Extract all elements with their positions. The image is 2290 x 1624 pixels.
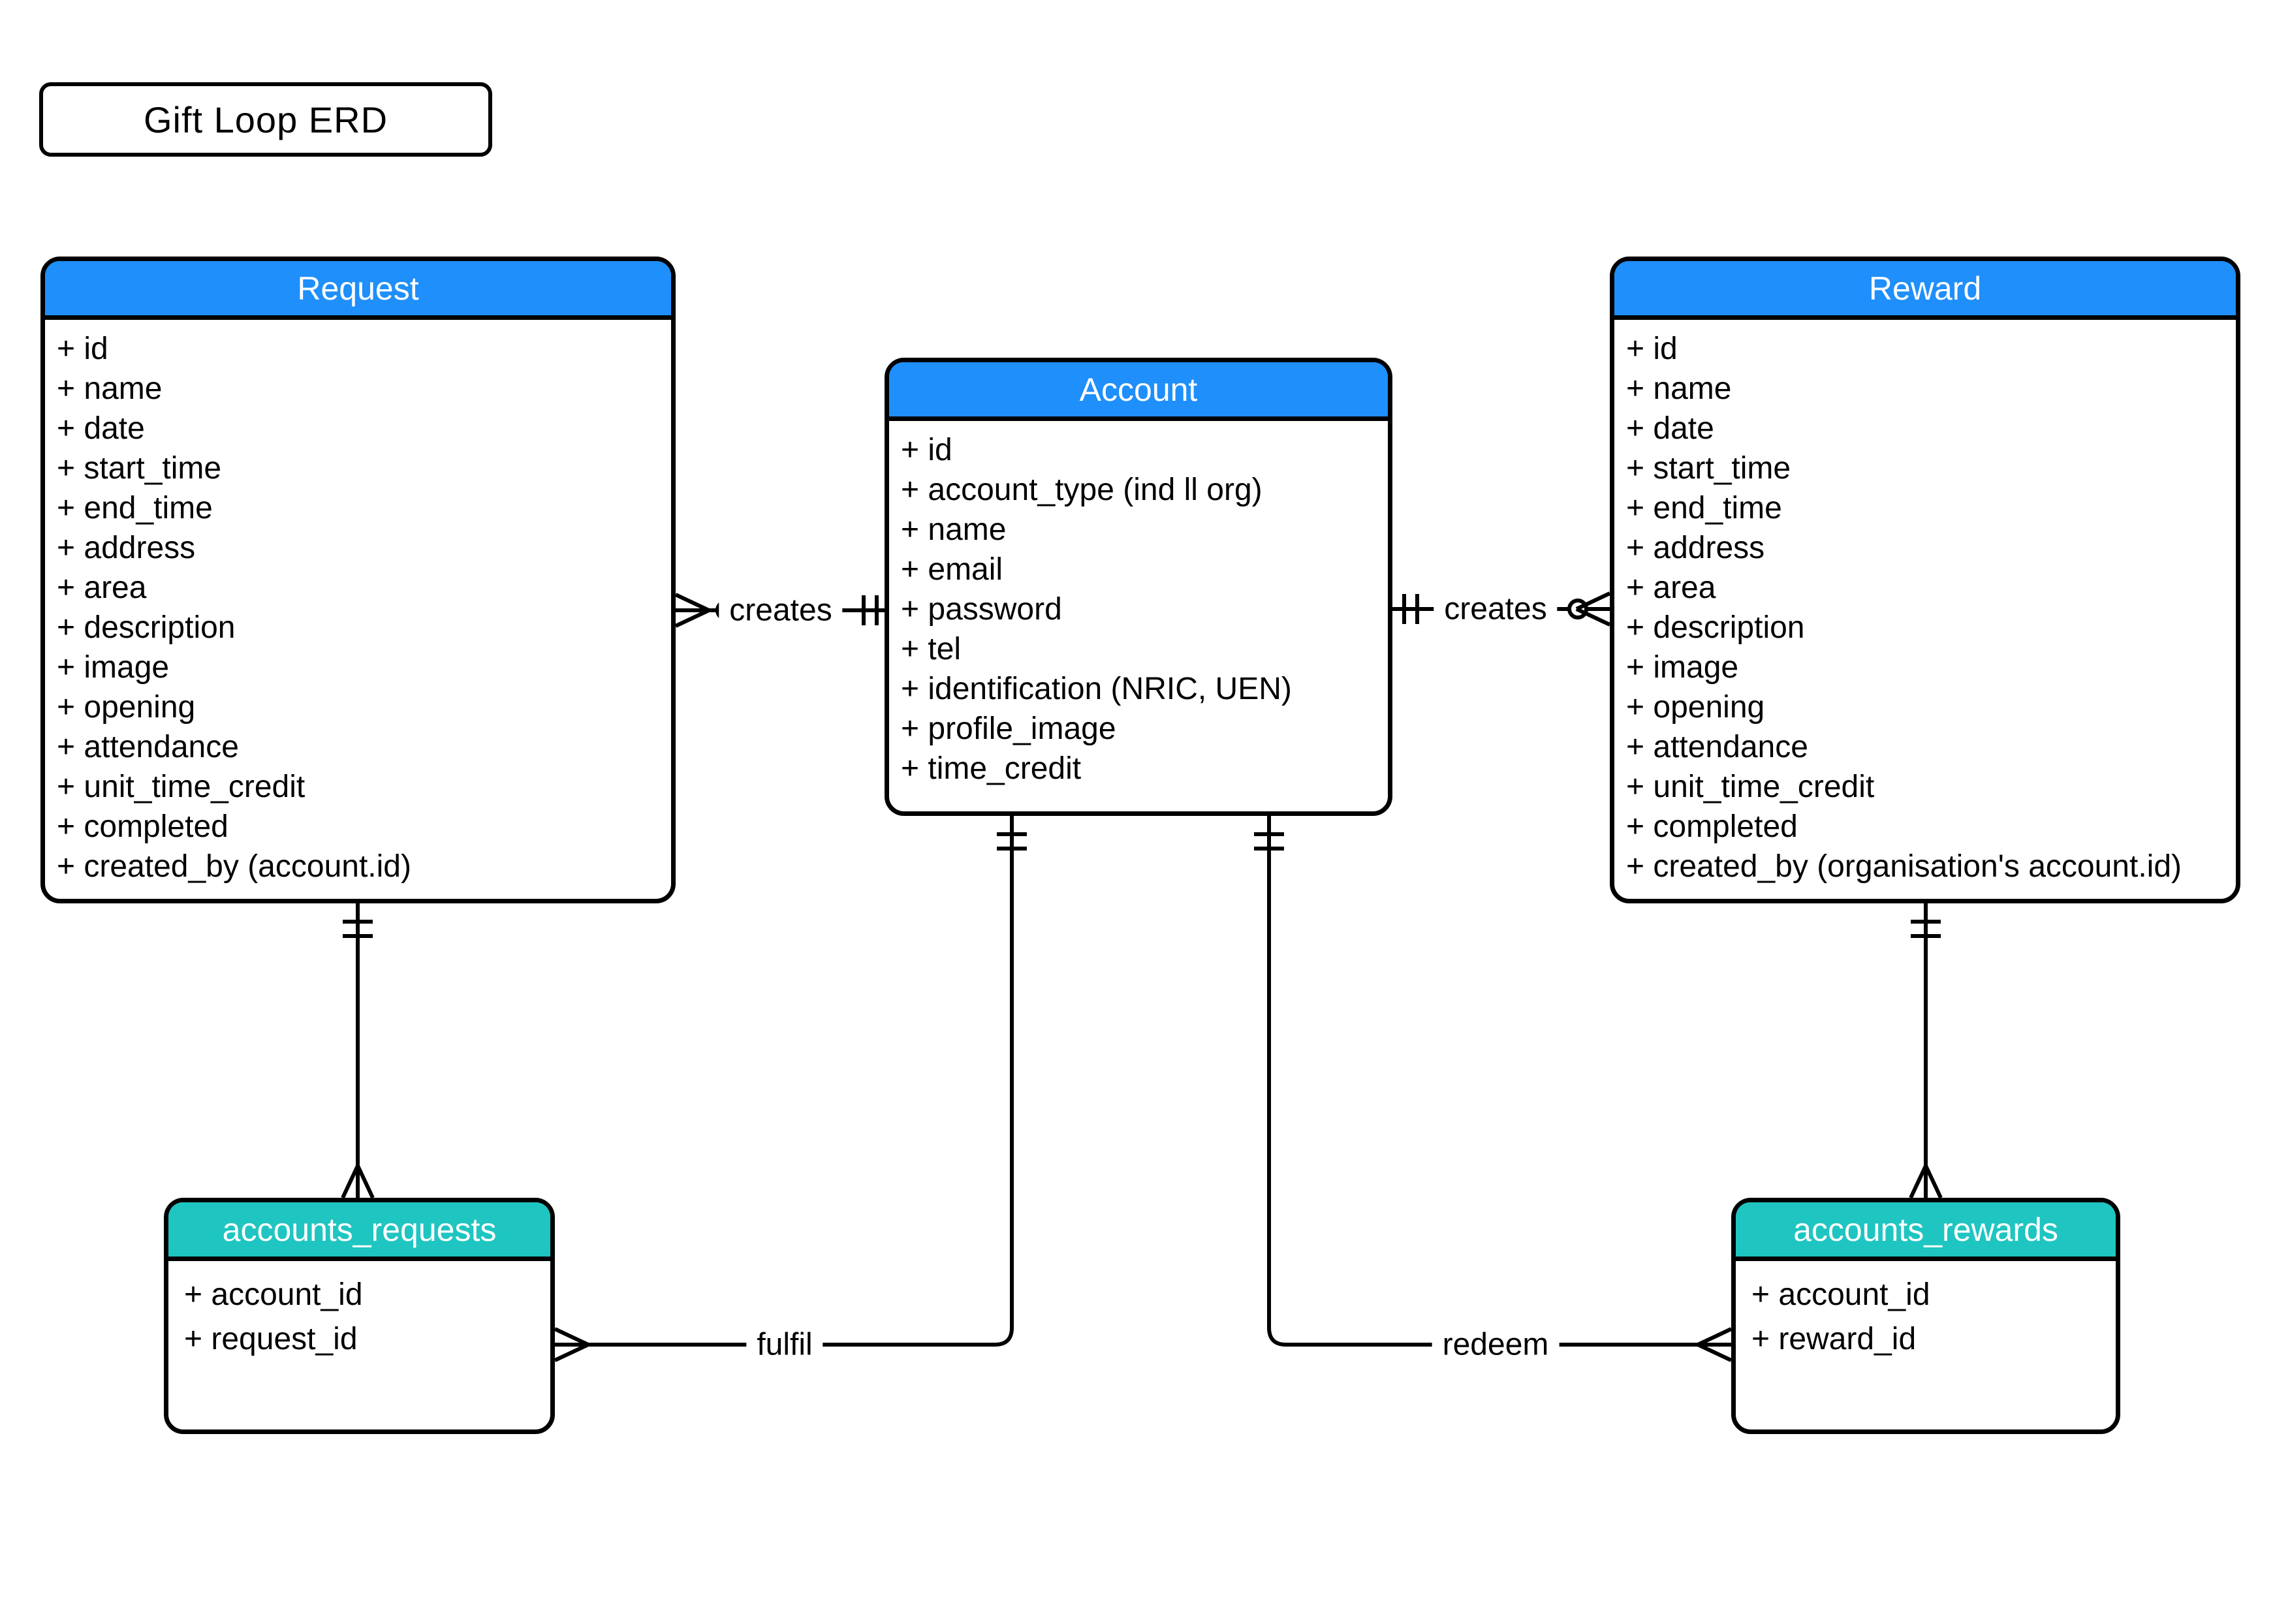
field-row: + date: [1626, 411, 1714, 446]
entity-account-header: Account: [889, 362, 1388, 421]
field-row: + description: [57, 610, 236, 645]
field-row: + reward_id: [1751, 1322, 1917, 1356]
relationship-line: [555, 816, 1014, 1347]
field-row: + account_id: [184, 1277, 363, 1312]
field-row: + request_id: [184, 1322, 358, 1356]
relationship-label-creates-request: creates: [719, 592, 843, 629]
crows-foot-many-icon: [674, 593, 710, 628]
entity-reward: Reward + id + name + date + start_time +…: [1610, 257, 2240, 903]
field-row: + name: [57, 371, 163, 406]
field-row: + area: [1626, 570, 1716, 605]
entity-accounts-requests-fields: + account_id + request_id: [168, 1261, 550, 1362]
field-row: + id: [1626, 332, 1678, 366]
field-row: + date: [57, 411, 145, 446]
relationship-line: [1267, 816, 1731, 1347]
one-and-only-one-ticks-icon: [1254, 832, 1284, 851]
field-row: + created_by (organisation's account.id): [1626, 849, 2182, 884]
entity-accounts-rewards-fields: + account_id + reward_id: [1736, 1261, 2116, 1362]
field-row: + image: [57, 650, 170, 685]
field-row: + name: [1626, 371, 1732, 406]
field-row: + unit_time_credit: [57, 770, 306, 804]
field-row: + attendance: [57, 730, 239, 764]
entity-title: accounts_requests: [222, 1211, 497, 1248]
field-row: + time_credit: [901, 751, 1082, 786]
relationship-label-fulfil: fulfil: [746, 1326, 823, 1363]
relationship-label-creates-reward: creates: [1434, 591, 1558, 627]
relationship-reward-accounts-rewards: [1909, 903, 1943, 1199]
field-row: + opening: [1626, 690, 1765, 725]
field-row: + image: [1626, 650, 1739, 685]
field-row: + address: [57, 531, 196, 565]
crows-foot-many-icon: [1697, 1327, 1733, 1362]
entity-account: Account + id + account_type (ind ll org)…: [885, 358, 1392, 816]
one-and-only-one-ticks-icon: [1402, 594, 1419, 624]
field-row: + start_time: [1626, 451, 1791, 486]
field-row: + id: [57, 332, 108, 366]
field-row: + attendance: [1626, 730, 1808, 764]
diagram-title: Gift Loop ERD: [143, 99, 388, 140]
entity-title: Reward: [1868, 270, 1982, 307]
relationship-fulfil: [554, 816, 1027, 1362]
field-row: + opening: [57, 690, 196, 725]
field-row: + unit_time_credit: [1626, 770, 1875, 804]
field-row: + address: [1626, 531, 1765, 565]
entity-account-fields: + id + account_type (ind ll org) + name …: [889, 421, 1388, 789]
field-row: + start_time: [57, 451, 222, 486]
field-row: + email: [901, 552, 1003, 587]
field-row: + area: [57, 570, 147, 605]
entity-reward-header: Reward: [1614, 261, 2236, 320]
field-row: + tel: [901, 632, 962, 666]
field-row: + description: [1626, 610, 1805, 645]
crows-foot-many-icon: [341, 1164, 375, 1199]
field-row: + identification (NRIC, UEN): [901, 672, 1292, 706]
one-and-only-one-ticks-icon: [343, 920, 373, 938]
one-and-only-one-ticks-icon: [997, 832, 1027, 851]
relationship-label-redeem: redeem: [1432, 1326, 1560, 1363]
entity-reward-fields: + id + name + date + start_time + end_ti…: [1614, 320, 2236, 886]
crows-foot-many-icon: [1909, 1164, 1943, 1199]
relationship-request-accounts-requests: [341, 903, 375, 1199]
field-row: + account_id: [1751, 1277, 1930, 1312]
field-row: + password: [901, 592, 1062, 627]
field-row: + id: [901, 433, 952, 467]
crows-foot-many-icon: [554, 1327, 589, 1362]
entity-accounts-rewards-header: accounts_rewards: [1736, 1202, 2116, 1261]
field-row: + end_time: [57, 491, 213, 525]
entity-request: Request + id + name + date + start_time …: [40, 257, 676, 903]
field-row: + created_by (account.id): [57, 849, 411, 884]
field-row: + profile_image: [901, 711, 1116, 746]
field-row: + completed: [57, 809, 228, 844]
entity-title: Request: [297, 270, 419, 307]
entity-accounts-rewards: accounts_rewards + account_id + reward_i…: [1731, 1198, 2120, 1434]
relationship-redeem: [1254, 816, 1733, 1362]
one-and-only-one-ticks-icon: [862, 595, 879, 625]
field-row: + completed: [1626, 809, 1798, 844]
field-row: + end_time: [1626, 491, 1782, 525]
entity-title: Account: [1079, 371, 1198, 408]
entity-request-header: Request: [45, 261, 671, 320]
field-row: + name: [901, 512, 1007, 547]
entity-request-fields: + id + name + date + start_time + end_ti…: [45, 320, 671, 886]
entity-title: accounts_rewards: [1793, 1211, 2058, 1248]
entity-accounts-requests-header: accounts_requests: [168, 1202, 550, 1261]
field-row: + account_type (ind ll org): [901, 473, 1263, 507]
diagram-title-box: Gift Loop ERD: [39, 82, 492, 157]
entity-accounts-requests: accounts_requests + account_id + request…: [164, 1198, 555, 1434]
one-and-only-one-ticks-icon: [1911, 920, 1941, 938]
crows-foot-many-icon: [1575, 591, 1611, 627]
